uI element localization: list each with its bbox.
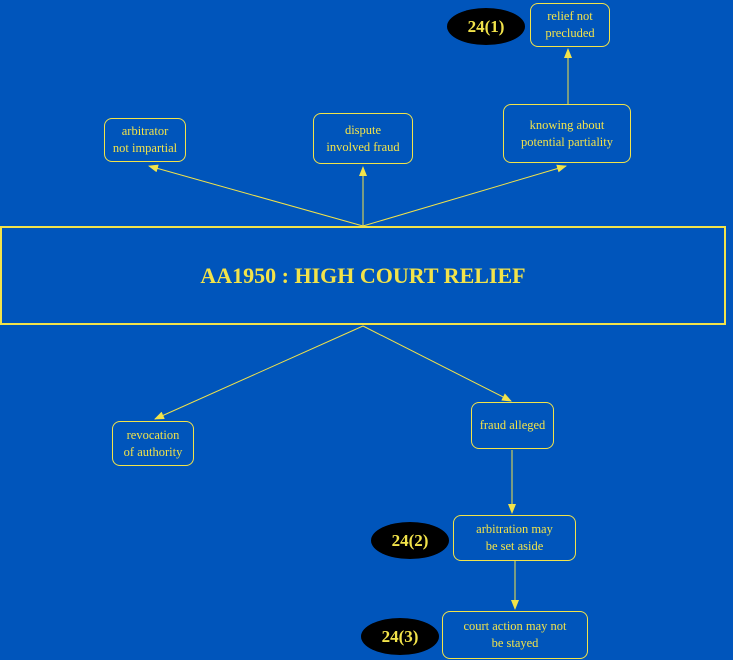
main-topic-box: AA1950 : HIGH COURT RELIEF [0, 226, 726, 325]
node-court-action-may-not-be-stayed: court action may not be stayed [442, 611, 588, 659]
node-knowing-about-potential-partiality: knowing about potential partiality [503, 104, 631, 163]
node-arbitrator-not-impartial: arbitrator not impartial [104, 118, 186, 162]
section-badge-24-3: 24(3) [361, 618, 439, 655]
node-revocation-of-authority: revocation of authority [112, 421, 194, 466]
main-title: AA1950 : HIGH COURT RELIEF [200, 262, 526, 288]
edge-to-arbitrator-not-impartial [148, 164, 364, 227]
node-dispute-involved-fraud: dispute involved fraud [313, 113, 413, 164]
node-fraud-alleged: fraud alleged [471, 402, 554, 449]
edge-to-revocation-of-authority [154, 325, 364, 420]
node-relief-not-precluded: relief not precluded [530, 3, 610, 47]
node-arbitration-may-be-set-aside: arbitration may be set aside [453, 515, 576, 561]
section-badge-24-2: 24(2) [371, 522, 449, 559]
edge-to-knowing-about-partiality [362, 164, 567, 227]
edge-to-fraud-alleged [362, 325, 512, 402]
section-badge-24-1: 24(1) [447, 8, 525, 45]
